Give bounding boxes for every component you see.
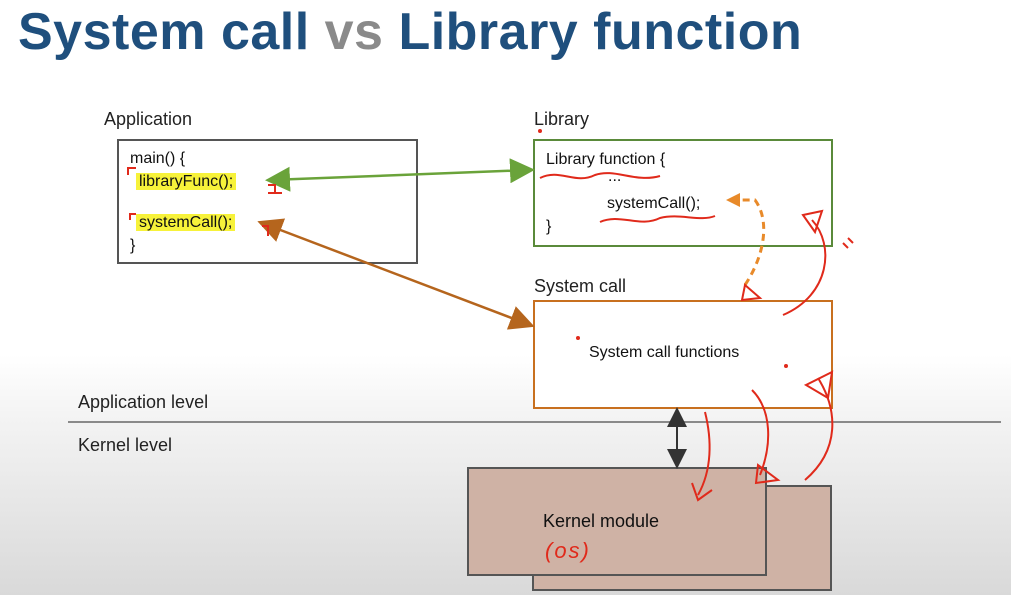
call-arrowhead [740, 283, 763, 302]
library-underline [539, 172, 661, 180]
dashed-call-arrow [732, 198, 766, 286]
title-system-call: System call [18, 3, 310, 61]
corner-mark-2 [268, 184, 282, 194]
down-arrowhead [691, 482, 713, 502]
app-system-call: systemCall(); [136, 214, 236, 232]
app-library-func-call: libraryFunc(); [136, 173, 237, 191]
corner-mark-1 [127, 167, 136, 175]
system-call-label: System call [534, 276, 627, 296]
red-dots [538, 129, 788, 368]
tick-marks [842, 237, 854, 249]
application-level-label: Application level [78, 392, 209, 412]
title-vs: vs [324, 3, 384, 61]
system-call-box [533, 300, 833, 409]
slide-title: System call vs Library function [18, 2, 802, 62]
return-curve-1 [782, 219, 827, 316]
library-call-arrow [265, 158, 535, 192]
library-label: Library [534, 109, 590, 129]
title-library-function: Library function [398, 3, 803, 61]
library-func-highlight: libraryFunc(); [136, 173, 237, 190]
library-system-call: systemCall(); [607, 195, 701, 212]
app-closing-brace: } [130, 237, 136, 254]
up-curve [804, 377, 834, 481]
kernel-return-curve [751, 389, 770, 476]
corner-mark-4 [262, 225, 269, 236]
library-closing-brace: } [546, 218, 552, 235]
library-box [533, 139, 833, 247]
kernel-return-arrowhead [754, 463, 781, 485]
system-call-functions-text: System call functions [589, 344, 740, 361]
system-call-arrow [257, 218, 535, 330]
up-arrowhead [803, 370, 834, 400]
kernel-level-label: Kernel level [78, 435, 173, 455]
return-arrowhead-1 [801, 209, 824, 235]
red-annotations [127, 167, 854, 502]
syscall-underline [599, 215, 716, 223]
library-function-header: Library function { [546, 151, 666, 168]
corner-mark-3 [129, 213, 136, 220]
app-main-line: main() { [130, 150, 186, 167]
application-label: Application [104, 109, 193, 129]
kernel-module-label: Kernel module [543, 511, 660, 531]
kernel-box-front [467, 467, 767, 576]
down-curve [697, 411, 711, 496]
library-dots: ... [608, 168, 622, 185]
dashed-call-arrowhead [726, 193, 740, 207]
kernel-os-note: (os) [545, 538, 591, 563]
system-call-highlight: systemCall(); [136, 214, 236, 231]
